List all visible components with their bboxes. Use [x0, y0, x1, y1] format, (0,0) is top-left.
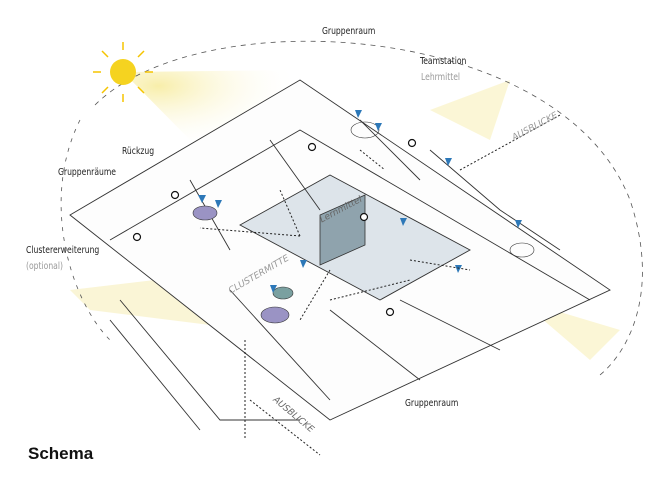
chairs	[198, 110, 522, 293]
diagram-title: Schema	[28, 444, 94, 463]
label-gruppenraum-bottom: Gruppenraum	[405, 398, 459, 409]
wall	[359, 119, 421, 181]
bookshelf	[319, 194, 366, 266]
label-gruppenraum-top: Gruppenraum	[322, 26, 376, 37]
label-gruppenraeume: Gruppenräume	[58, 167, 117, 178]
label-lehrmittel: Lehrmittel	[421, 72, 461, 83]
table	[350, 121, 380, 139]
wall	[109, 319, 201, 431]
table	[192, 205, 218, 221]
sun-icon	[93, 42, 153, 102]
wall	[109, 129, 591, 301]
table	[272, 286, 294, 300]
label-teamstation: Teamstation	[420, 56, 467, 67]
table	[260, 306, 290, 324]
entrance-markers	[132, 138, 417, 317]
wall	[329, 309, 421, 381]
table	[509, 242, 535, 258]
circulation-arrows	[199, 114, 561, 456]
dashed-arc	[60, 119, 111, 341]
wall	[269, 139, 321, 211]
wall	[429, 149, 561, 251]
sunlight-beam	[430, 80, 510, 140]
wall	[229, 289, 331, 401]
label-rueckzug: Rückzug	[122, 146, 155, 157]
dashed-arc	[94, 40, 643, 376]
wall	[119, 299, 300, 421]
label-clustererweiterung: Clustererweiterung	[26, 245, 100, 256]
label-optional: (optional)	[26, 261, 63, 272]
wall	[399, 299, 501, 351]
